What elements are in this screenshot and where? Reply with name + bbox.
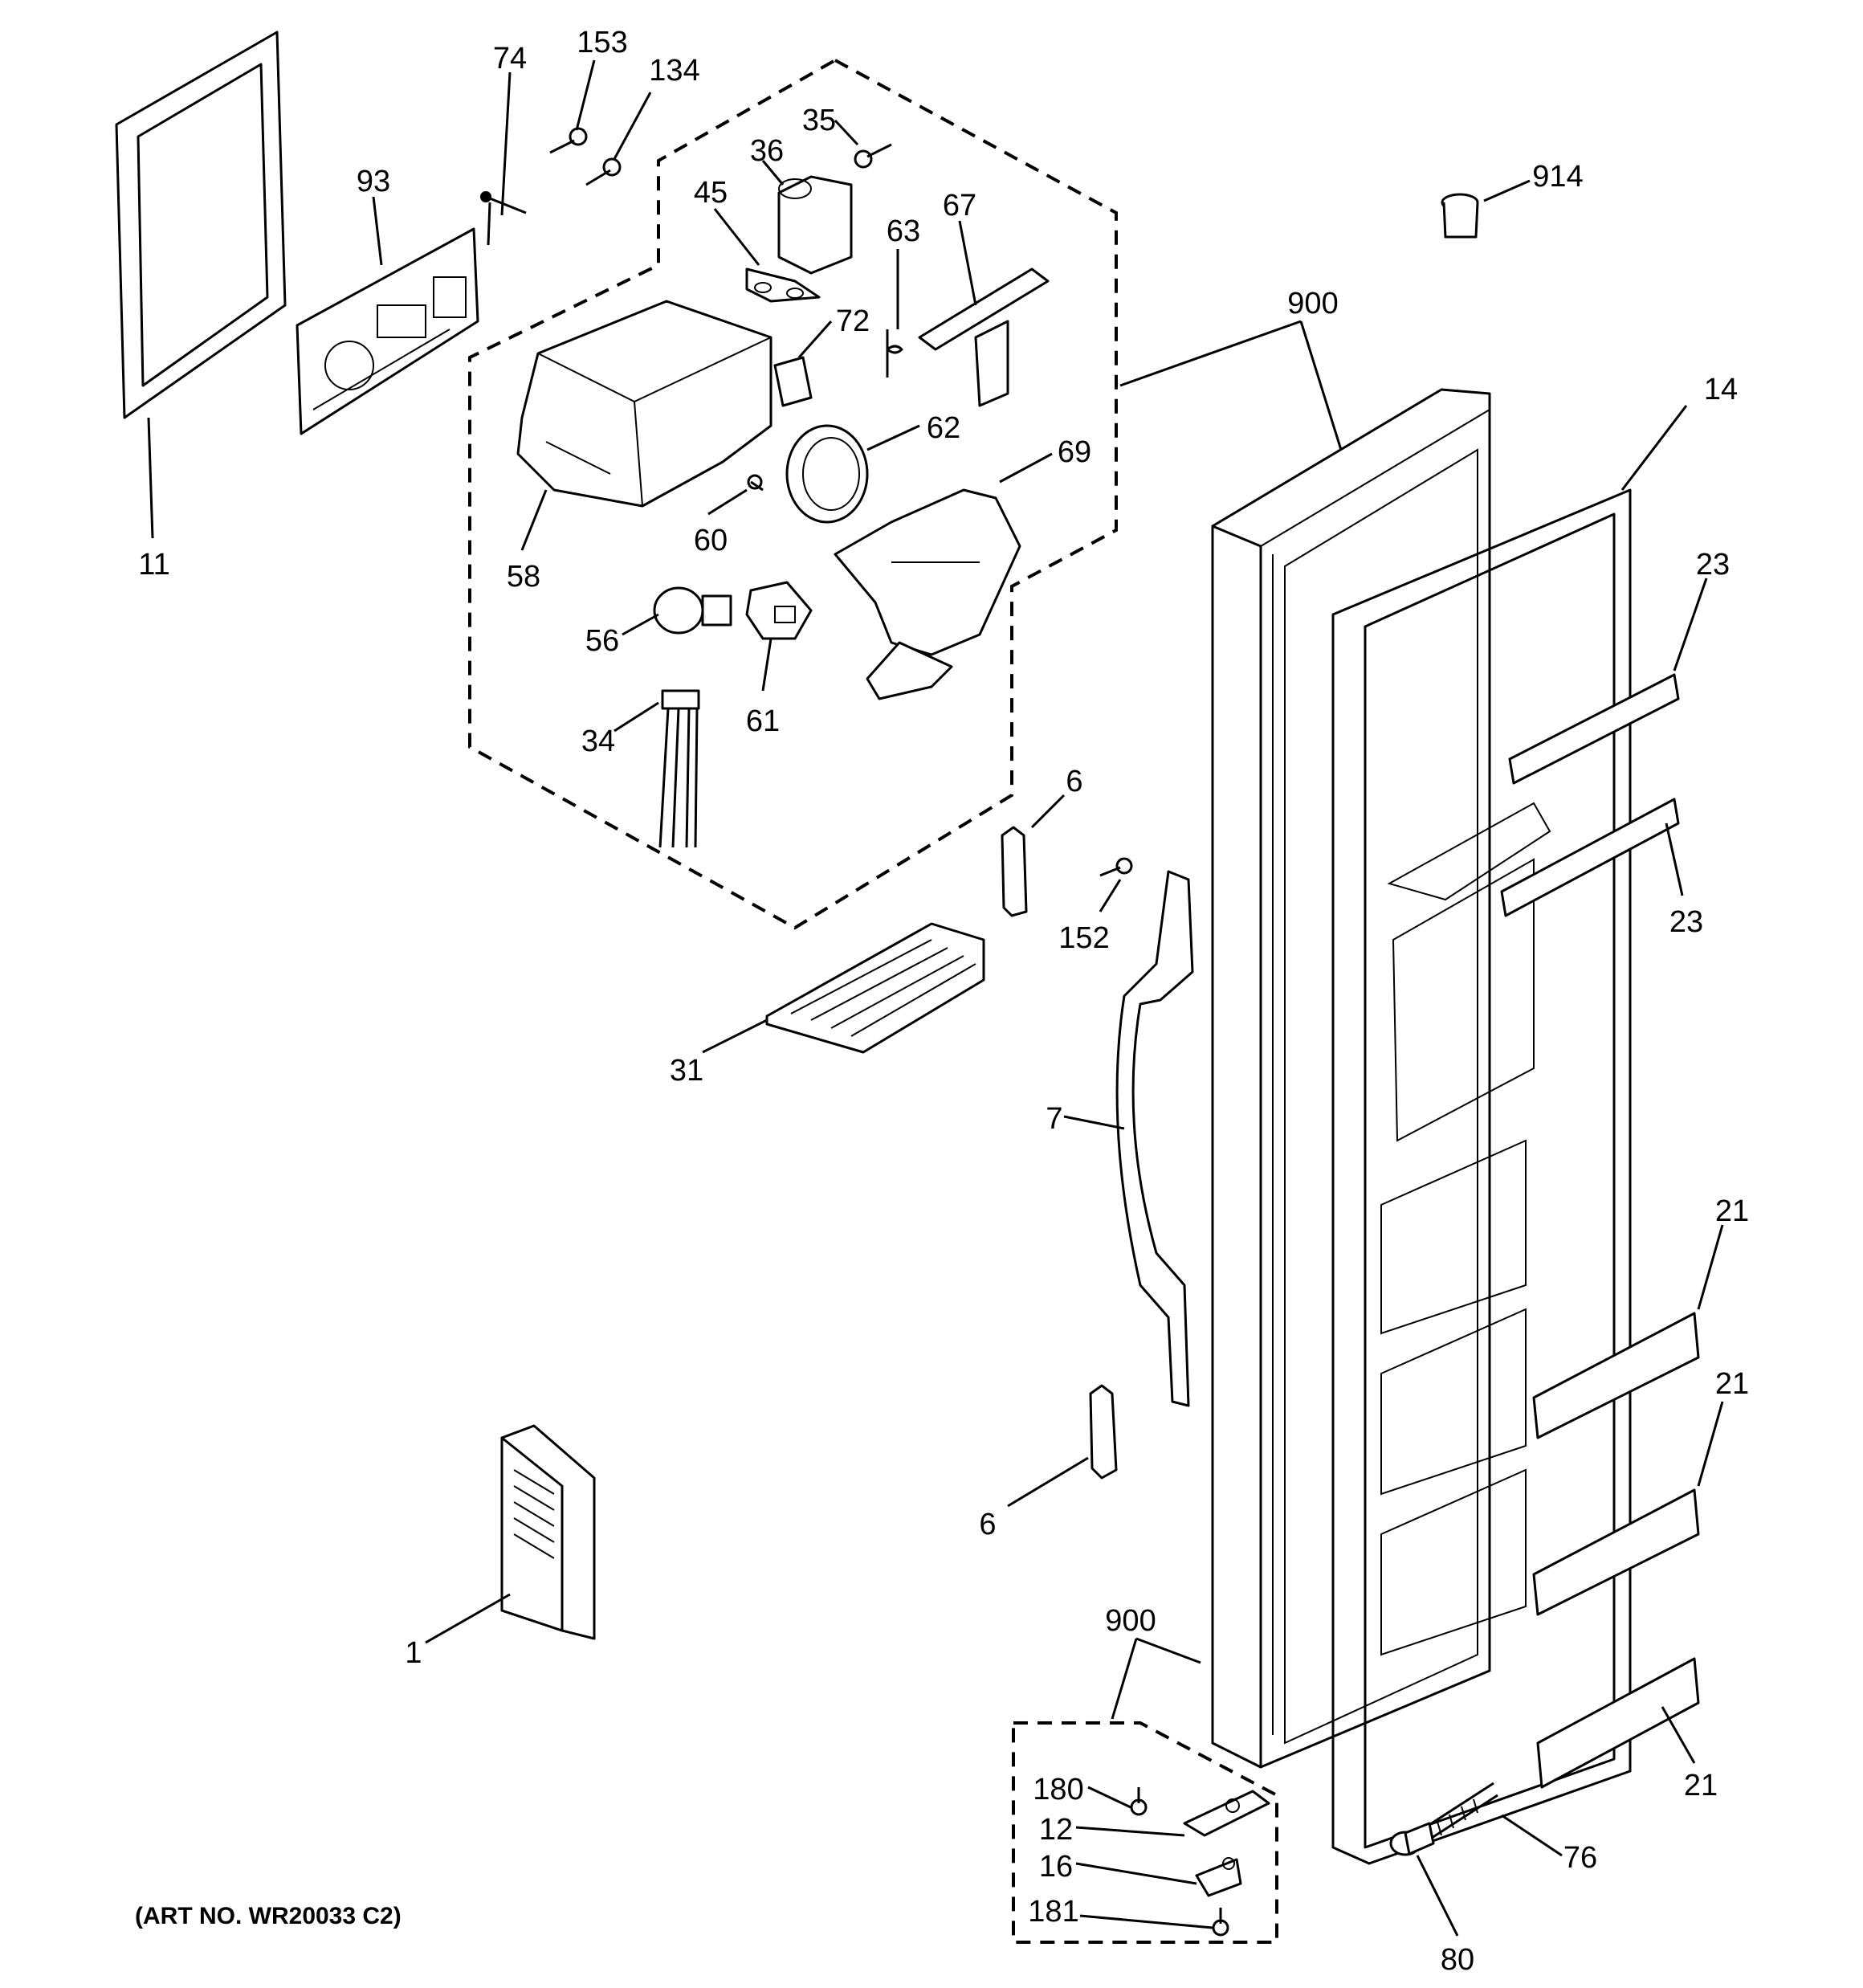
part-14-gasket — [1331, 488, 1632, 1865]
part-153-screw — [549, 127, 588, 154]
callout-69: 69 — [1058, 435, 1091, 469]
part-63-spring — [886, 329, 903, 378]
callout-181: 181 — [1028, 1895, 1078, 1929]
callout-153: 153 — [577, 26, 627, 59]
callout-labels: 153 134 74 35 36 45 63 67 93 72 62 69 60… — [138, 26, 1749, 1977]
callout-67: 67 — [943, 189, 976, 222]
leader-lines — [147, 59, 1724, 1937]
part-6-clip-bottom — [1089, 1384, 1118, 1480]
part-134-screw — [585, 157, 622, 186]
callout-180: 180 — [1033, 1773, 1083, 1806]
part-56-motor — [653, 586, 732, 635]
part-34-harness — [658, 689, 700, 848]
callout-60: 60 — [694, 524, 728, 557]
callout-6-bottom: 6 — [979, 1508, 996, 1541]
dispenser-assembly-boundary — [468, 58, 1118, 930]
part-180-screw — [1130, 1787, 1148, 1816]
part-21-rail-b — [1532, 1488, 1700, 1616]
callout-31: 31 — [670, 1054, 703, 1088]
part-80-fitting — [1389, 1822, 1435, 1856]
part-69-chute — [834, 488, 1021, 700]
part-62-ring — [785, 424, 869, 524]
part-1-manual — [500, 1424, 596, 1640]
part-72-switch — [773, 356, 813, 407]
part-60-screw — [747, 474, 764, 492]
hinge-kit-boundary — [1012, 1721, 1278, 1944]
callout-36: 36 — [750, 134, 784, 168]
callout-74: 74 — [493, 42, 527, 76]
part-76-spring-tube — [1425, 1782, 1498, 1841]
art-number: (ART NO. WR20033 C2) — [135, 1903, 402, 1929]
callout-152: 152 — [1058, 921, 1109, 955]
callout-45: 45 — [694, 176, 728, 210]
part-61-coupling — [745, 581, 813, 640]
callout-1: 1 — [405, 1636, 422, 1670]
part-12-hinge — [1183, 1790, 1270, 1837]
part-45-bracket — [745, 267, 821, 303]
part-914-cap — [1441, 193, 1479, 239]
part-181-screw — [1212, 1908, 1229, 1937]
part-67-lever — [918, 267, 1050, 407]
callout-21-a: 21 — [1715, 1194, 1749, 1228]
callout-11: 11 — [138, 548, 169, 582]
part-7-handle — [1115, 870, 1194, 1407]
part-23-rail-upper — [1508, 673, 1680, 785]
callout-35: 35 — [802, 104, 836, 137]
callout-62: 62 — [927, 411, 960, 445]
callout-61: 61 — [746, 704, 780, 738]
callout-7: 7 — [1046, 1102, 1062, 1136]
part-31-grille — [765, 922, 985, 1054]
part-152-screw — [1099, 857, 1133, 877]
callout-80: 80 — [1441, 1943, 1474, 1977]
part-6-clip-top — [1001, 826, 1028, 917]
callout-56: 56 — [585, 624, 619, 658]
part-16-bushing — [1195, 1857, 1242, 1897]
callout-23-upper: 23 — [1696, 548, 1730, 582]
part-35-screw — [854, 143, 892, 169]
callout-900-top: 900 — [1287, 287, 1338, 320]
callout-93: 93 — [357, 165, 390, 198]
callout-58: 58 — [507, 560, 540, 594]
callout-34: 34 — [581, 725, 615, 758]
callout-23-lower: 23 — [1669, 905, 1703, 939]
callout-16: 16 — [1039, 1850, 1073, 1884]
part-36-solenoid — [777, 175, 853, 275]
callout-76: 76 — [1563, 1841, 1597, 1875]
callout-6-top: 6 — [1066, 765, 1082, 798]
callout-12: 12 — [1039, 1813, 1073, 1847]
callout-72: 72 — [836, 304, 870, 338]
part-900-door — [1211, 388, 1491, 1769]
callout-900-bottom: 900 — [1105, 1604, 1156, 1638]
part-23-rail-lower — [1500, 798, 1680, 917]
callout-14: 14 — [1704, 373, 1738, 406]
door-liner — [1380, 802, 1551, 1656]
callout-63: 63 — [887, 214, 920, 248]
part-74-pin — [480, 191, 527, 246]
part-21-rail-a — [1532, 1312, 1700, 1439]
part-93-control-board — [296, 227, 479, 435]
callout-21-c: 21 — [1684, 1769, 1718, 1802]
callout-134: 134 — [649, 54, 699, 88]
callout-21-b: 21 — [1715, 1367, 1749, 1401]
part-58-housing — [516, 300, 773, 508]
part-21-rail-c — [1536, 1657, 1700, 1789]
callout-914: 914 — [1532, 160, 1583, 194]
part-11-frame — [115, 31, 287, 419]
